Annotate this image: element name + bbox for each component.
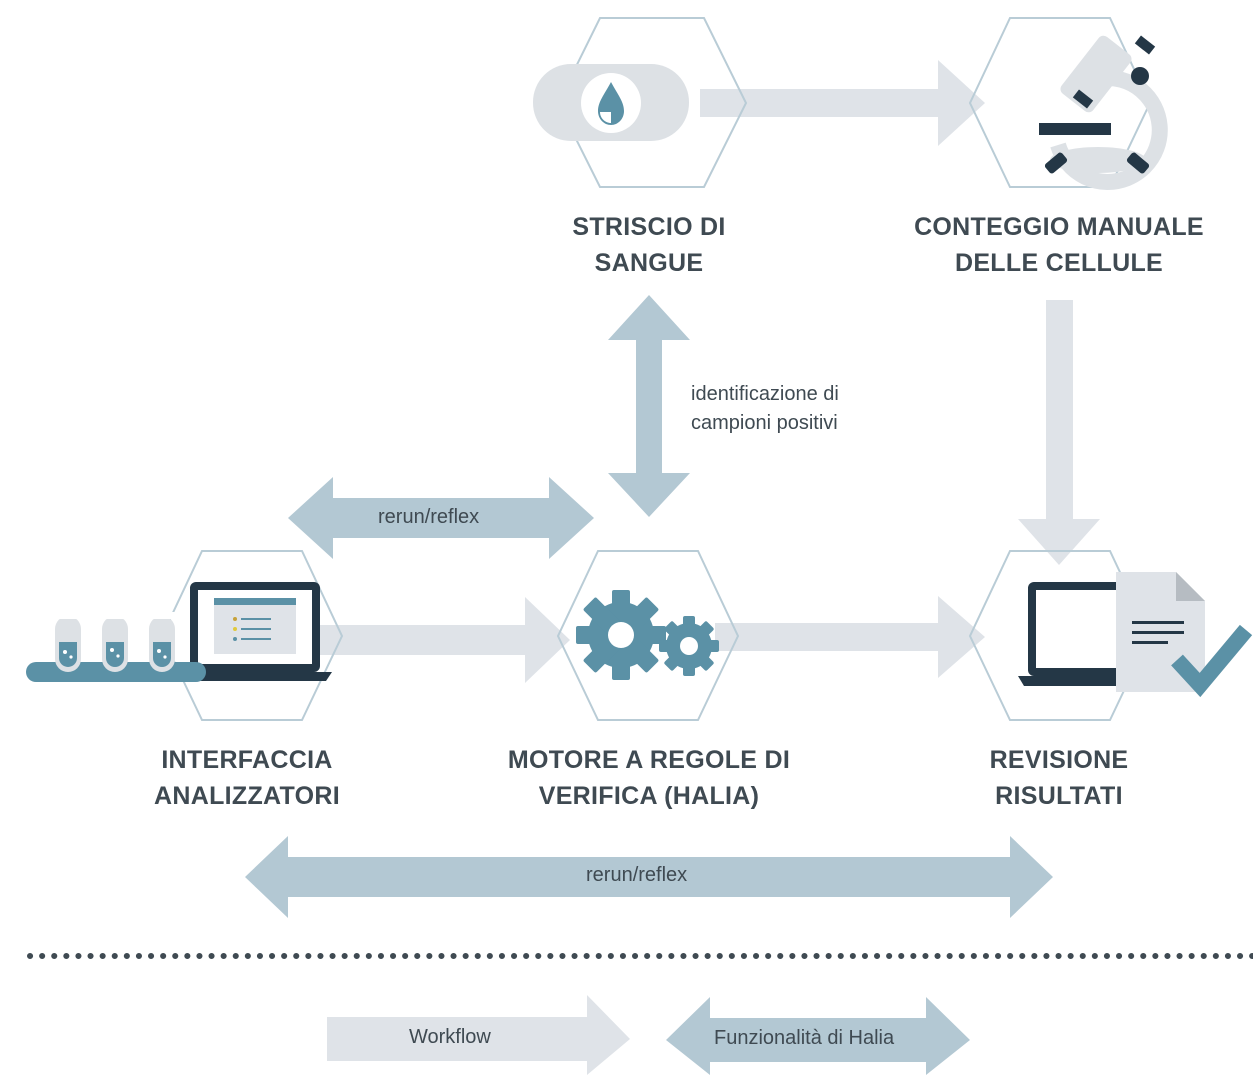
node-title-revisione: REVISIONE RISULTATI — [989, 746, 1129, 810]
workflow-arrow-conteggio-to-revisione — [1018, 300, 1100, 565]
node-title-striscio: STRISCIO DI SANGUE — [572, 213, 726, 277]
label-identificazione: identificazione di campioni positivi — [691, 383, 839, 434]
halia-arrow-rerun-bottom — [245, 836, 1053, 918]
microscope-icon — [1039, 35, 1168, 190]
workflow-arrow-interfaccia-to-motore — [300, 597, 570, 683]
hexagon-motore — [556, 550, 740, 721]
label-rerun-bottom: rerun/reflex — [586, 864, 688, 886]
label-rerun-top: rerun/reflex — [378, 506, 480, 528]
node-title-motore: MOTORE A REGOLE DI VERIFICA (HALIA) — [507, 746, 791, 810]
legend-workflow-arrow — [327, 995, 630, 1075]
halia-arrow-vertical-identificazione — [608, 295, 690, 517]
workflow-arrow-motore-to-revisione — [715, 596, 985, 678]
gears-icon — [576, 590, 719, 680]
test-tubes-laptop-icon — [26, 582, 332, 682]
legend-workflow-label: Workflow — [409, 1026, 491, 1048]
node-title-conteggio: CONTEGGIO MANUALE DELLE CELLULE — [914, 213, 1204, 277]
blood-drop-slide-icon — [533, 64, 689, 141]
hexagon-revisione — [968, 550, 1152, 721]
laptop-document-check-icon — [1018, 572, 1253, 698]
halia-arrow-rerun-top — [288, 477, 594, 559]
node-title-interfaccia: INTERFACCIA ANALIZZATORI — [154, 746, 340, 810]
legend-halia-arrow — [666, 997, 970, 1075]
workflow-arrow-striscio-to-conteggio — [700, 60, 985, 146]
legend-halia-label: Funzionalità di Halia — [714, 1027, 895, 1049]
